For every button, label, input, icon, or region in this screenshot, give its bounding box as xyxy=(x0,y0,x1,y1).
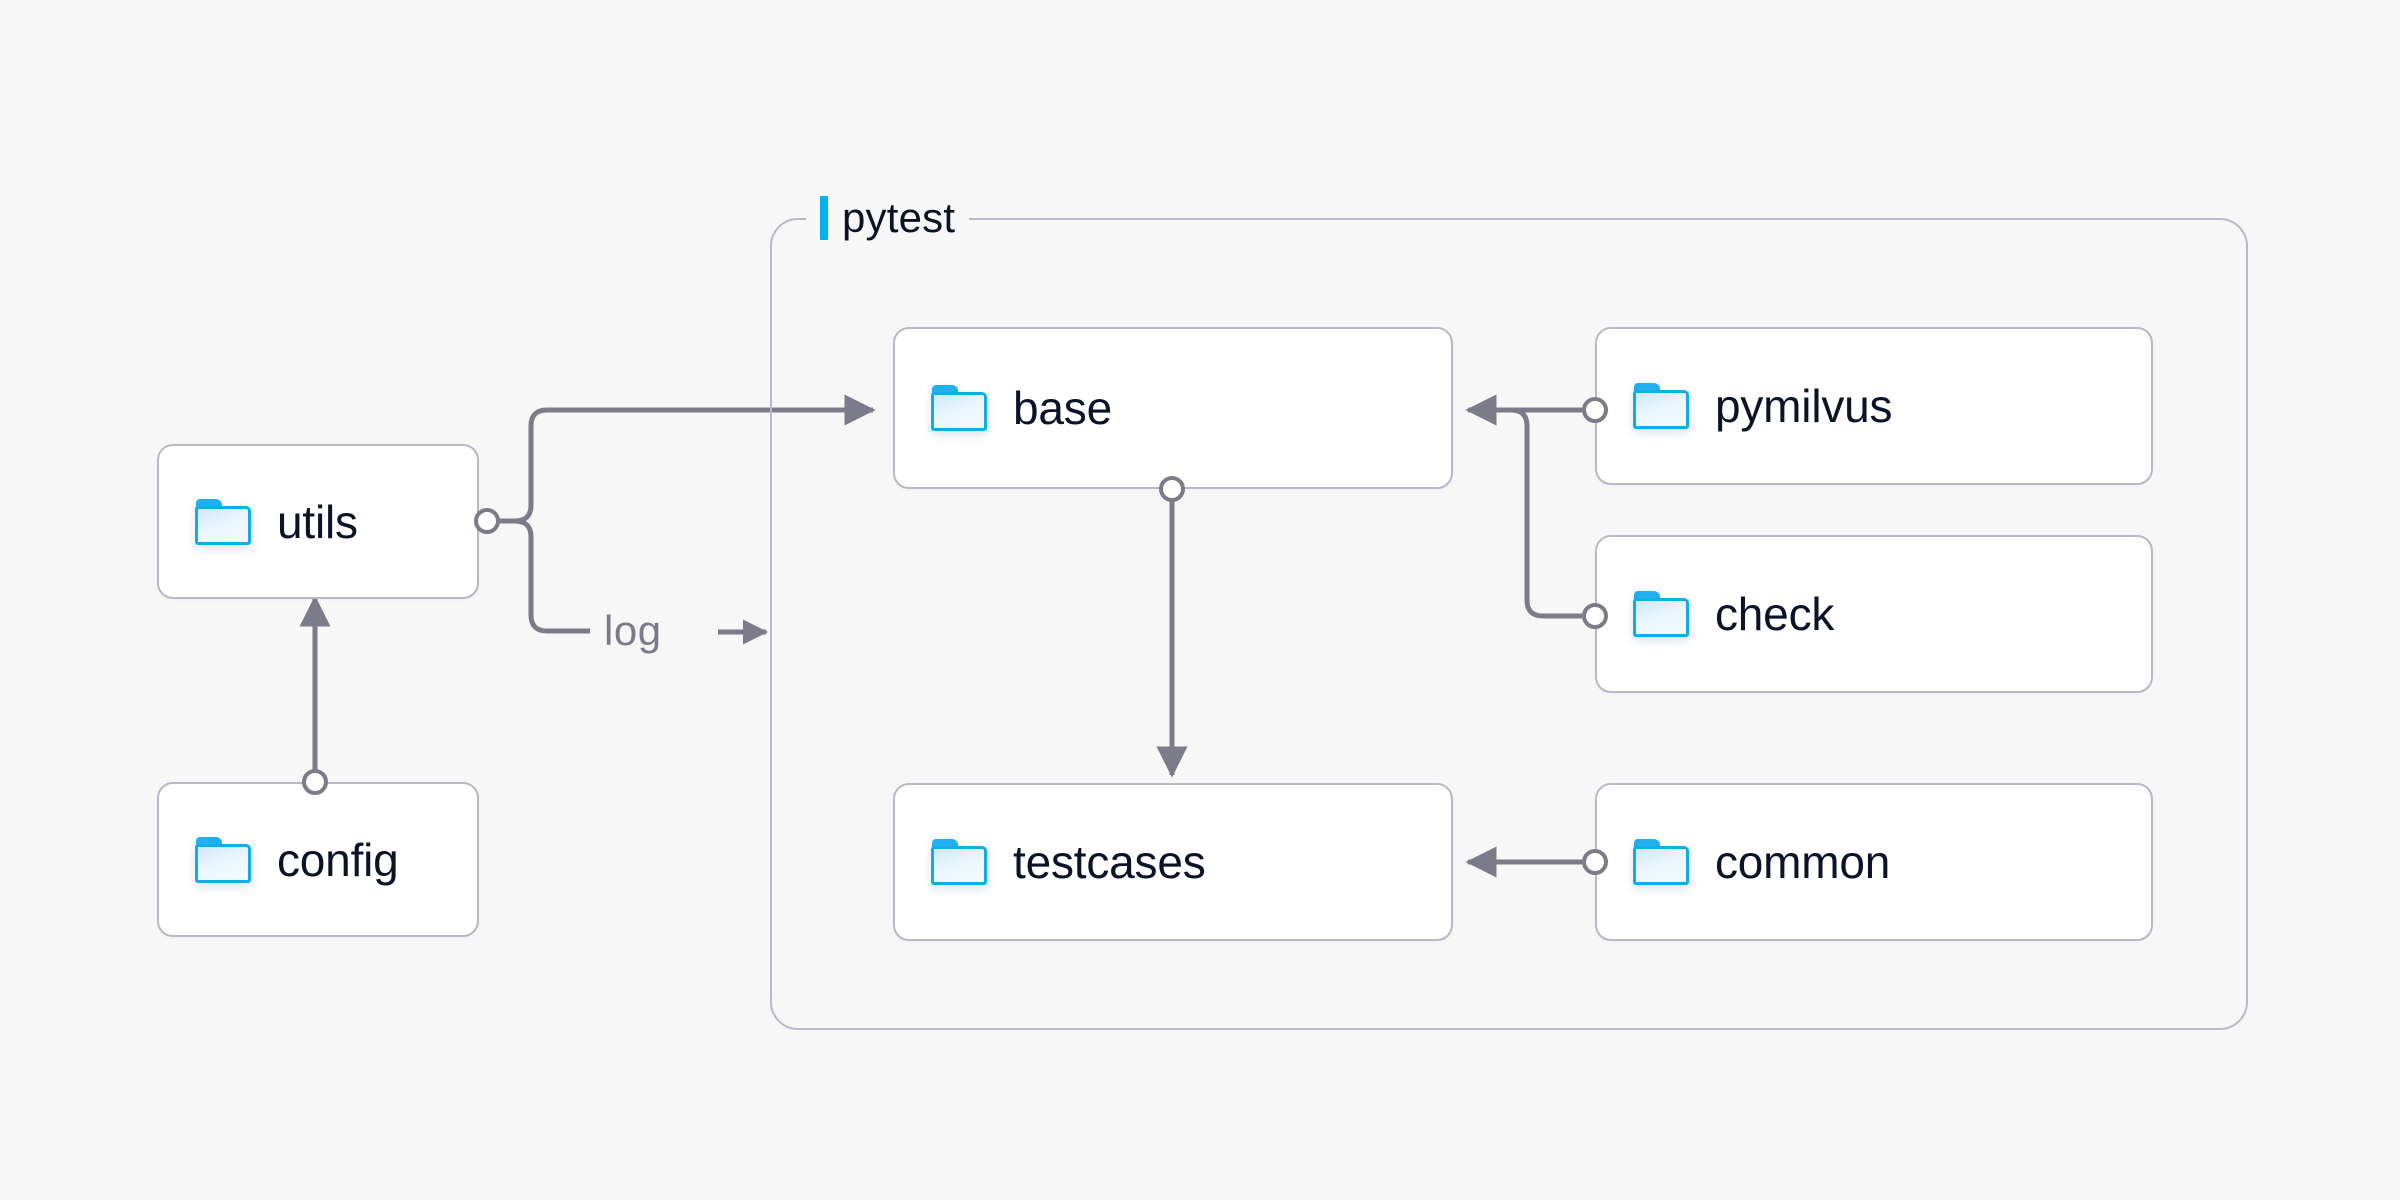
edge-label-log: log xyxy=(604,607,662,654)
port-config-top[interactable] xyxy=(302,769,328,795)
folder-icon xyxy=(1633,839,1689,885)
folder-icon xyxy=(931,385,987,431)
node-testcases[interactable]: testcases xyxy=(893,783,1453,941)
node-utils-content: utils xyxy=(159,495,358,549)
node-check[interactable]: check xyxy=(1595,535,2153,693)
port-base-bottom[interactable] xyxy=(1159,476,1185,502)
folder-icon xyxy=(195,836,251,883)
group-pytest[interactable] xyxy=(770,218,2248,1030)
node-common-label: common xyxy=(1715,836,1891,888)
group-accent-bar xyxy=(820,196,828,240)
folder-icon xyxy=(1633,383,1689,429)
folder-icon xyxy=(1633,591,1689,637)
node-base-label: base xyxy=(1013,382,1112,434)
port-pymilvus-left[interactable] xyxy=(1582,397,1608,423)
node-pymilvus-label: pymilvus xyxy=(1715,380,1893,432)
edge-utils-to-log xyxy=(487,518,590,634)
node-testcases-label: testcases xyxy=(1013,836,1206,888)
node-config-label: config xyxy=(277,833,399,886)
node-config[interactable]: config xyxy=(157,782,479,937)
node-check-content: check xyxy=(1597,587,1834,641)
node-pymilvus[interactable]: pymilvus xyxy=(1595,327,2153,485)
folder-icon xyxy=(931,839,987,885)
node-utils-label: utils xyxy=(277,495,358,548)
port-check-left[interactable] xyxy=(1582,603,1608,629)
node-config-content: config xyxy=(159,833,399,887)
node-common[interactable]: common xyxy=(1595,783,2153,941)
port-utils-right[interactable] xyxy=(474,508,500,534)
node-testcases-content: testcases xyxy=(895,835,1206,889)
node-check-label: check xyxy=(1715,588,1835,640)
node-common-content: common xyxy=(1597,835,1890,889)
group-pytest-label: pytest xyxy=(842,194,956,241)
node-pymilvus-content: pymilvus xyxy=(1597,379,1893,433)
folder-icon xyxy=(195,498,251,545)
node-base[interactable]: base xyxy=(893,327,1453,489)
node-base-content: base xyxy=(895,381,1112,435)
port-common-left[interactable] xyxy=(1582,849,1608,875)
group-pytest-label-wrap: pytest xyxy=(806,190,970,246)
node-utils[interactable]: utils xyxy=(157,444,479,599)
